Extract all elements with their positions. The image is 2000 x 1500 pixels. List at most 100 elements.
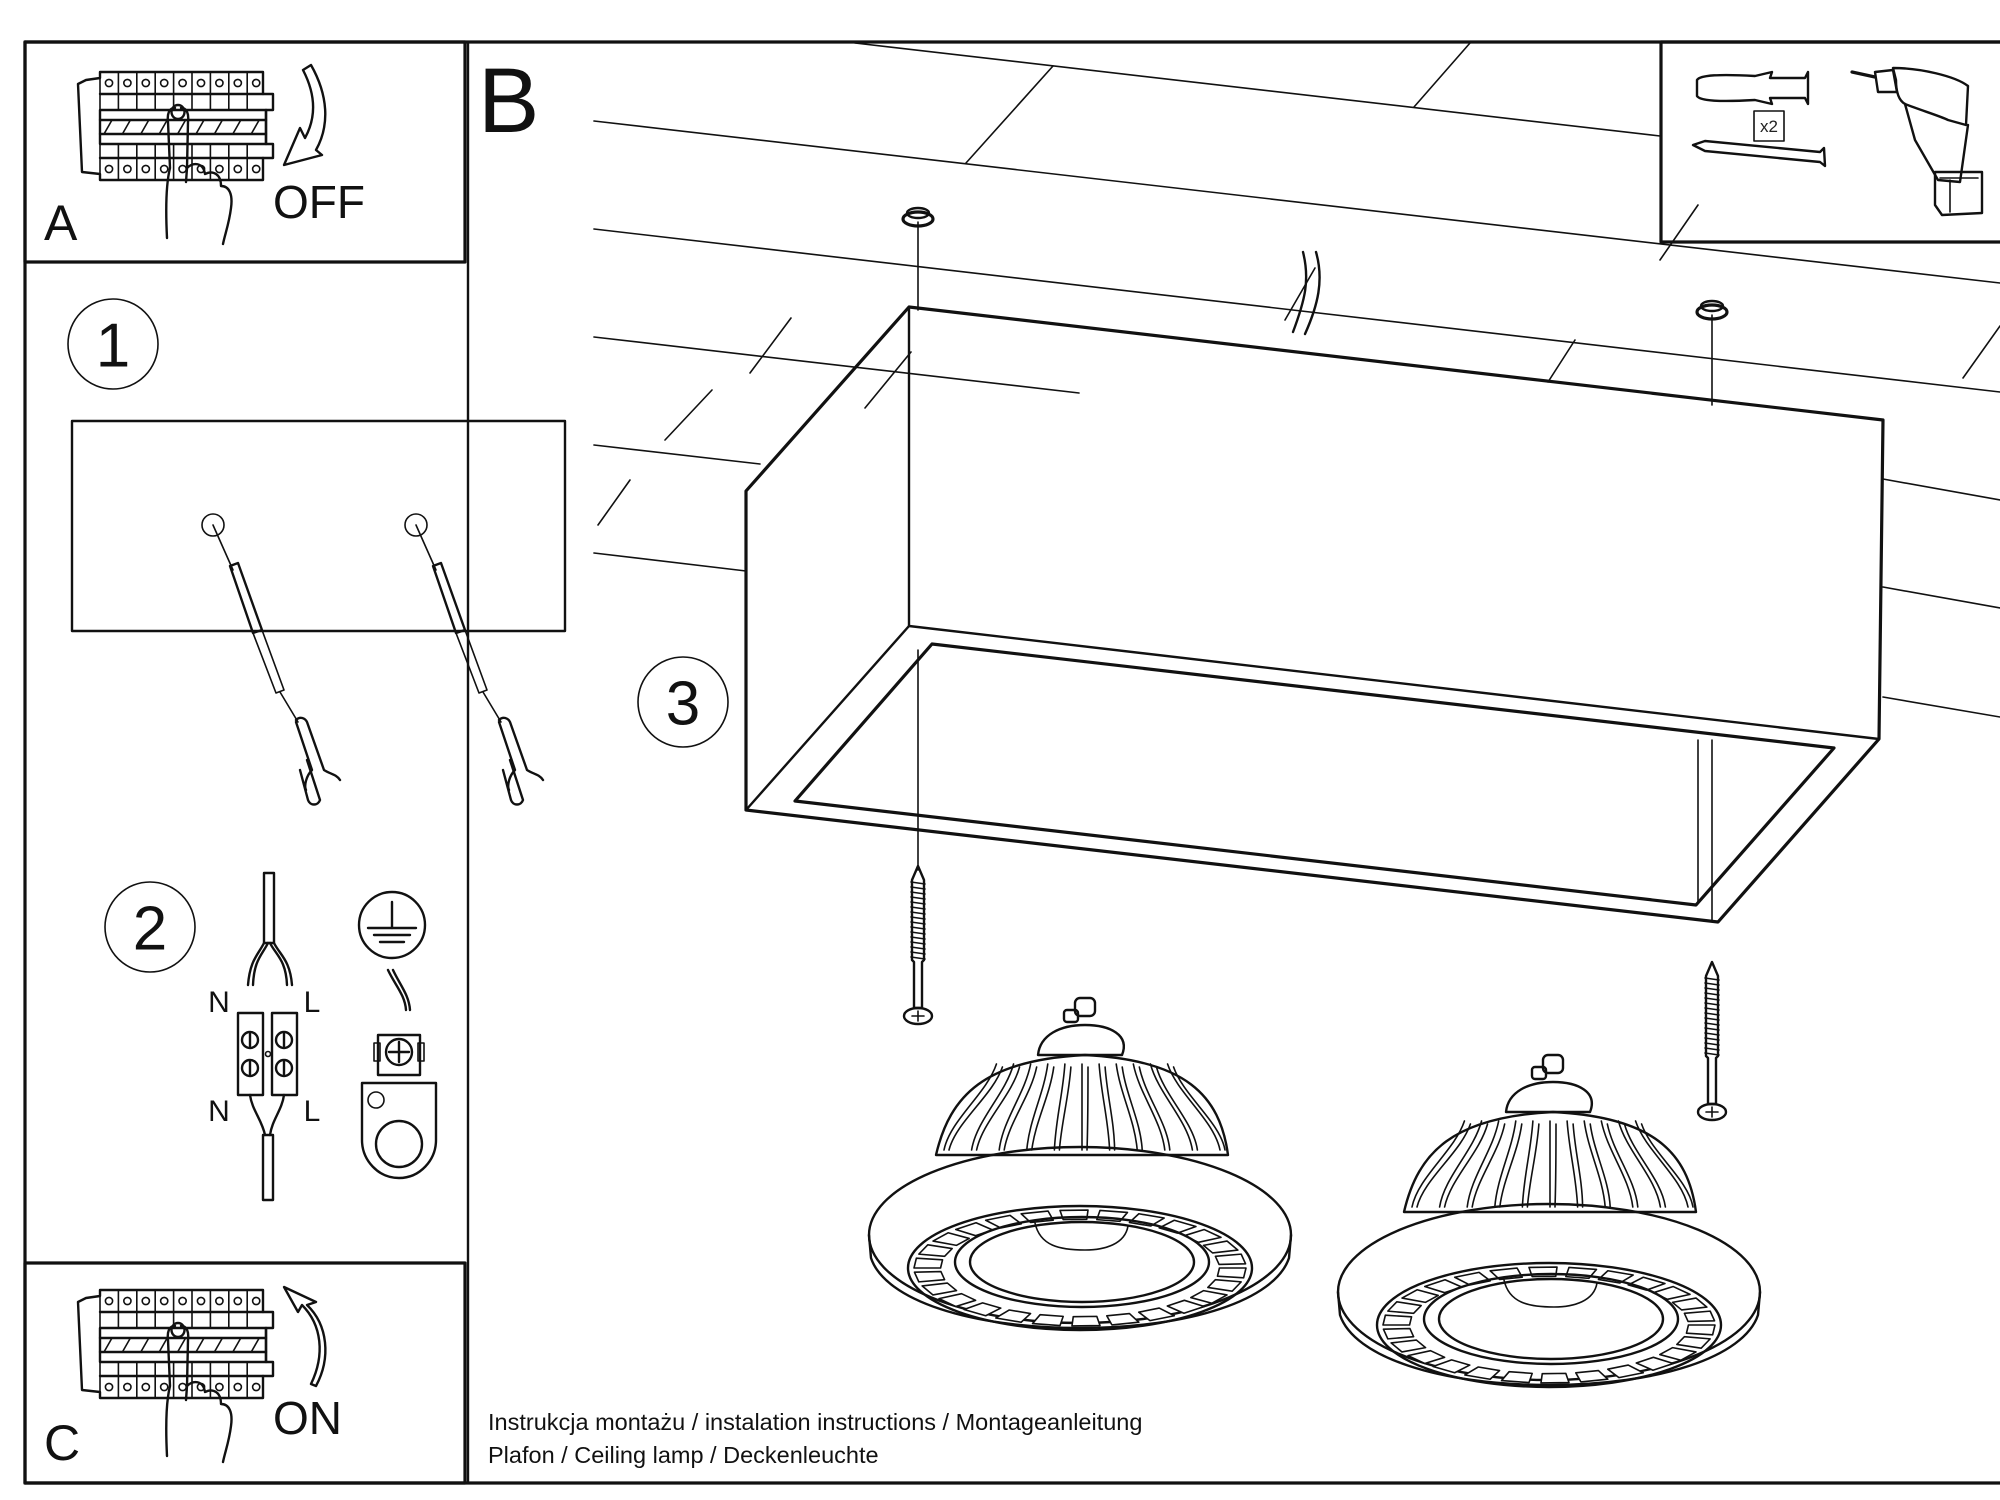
reflector-slot <box>1071 1315 1101 1327</box>
wall-plug-icon <box>1695 70 1810 106</box>
label-l-top: L <box>304 986 321 1019</box>
reflector-slot <box>954 1221 994 1237</box>
reflector-slot <box>1166 1299 1206 1315</box>
reflector-slot <box>1031 1313 1064 1327</box>
reflector-slot <box>1183 1228 1222 1244</box>
reflector-slot <box>995 1309 1032 1324</box>
reflector-slot <box>918 1244 953 1258</box>
reflector-slot <box>1390 1339 1427 1353</box>
step-3-badge <box>637 656 729 748</box>
spot-bulb-icon <box>867 996 1293 1332</box>
hand-icon <box>164 1321 233 1464</box>
reflector-slot <box>1382 1314 1413 1326</box>
reflector-slot <box>1540 1372 1570 1384</box>
panel-a-letter: A <box>44 195 78 251</box>
reflector-slot <box>1207 1278 1242 1292</box>
heatsink-fin <box>970 1063 1015 1151</box>
earth-ground-icon <box>357 890 427 960</box>
reflector-slot <box>963 1302 1002 1317</box>
heatsink-fin <box>1521 1120 1534 1208</box>
heatsink-fin <box>1115 1063 1138 1151</box>
heatsink-fin <box>1166 1063 1221 1151</box>
heatsink-fin <box>998 1063 1032 1151</box>
terminal-block-icon: N L N L <box>208 871 321 1202</box>
label-n-top: N <box>208 986 230 1019</box>
caption-line-1: Instrukcja montażu / instalation instruc… <box>488 1409 1142 1435</box>
tools-box: x2 <box>1659 40 2000 244</box>
ceiling-anchor-right <box>1695 299 1729 406</box>
reflector-slot <box>1214 1253 1247 1266</box>
heatsink-fin <box>943 1063 998 1151</box>
arrow-down-icon <box>282 63 327 167</box>
switch-on-label: ON <box>273 1392 342 1444</box>
panel-b-letter: B <box>478 50 539 152</box>
step-2: 2 N L N L <box>104 871 438 1202</box>
reflector-slot <box>1574 1369 1609 1383</box>
lamp-housing-icon <box>744 305 1885 924</box>
step-3-number: 3 <box>666 670 700 739</box>
label-n-bottom: N <box>208 1095 230 1128</box>
heatsink-fin <box>1149 1063 1194 1151</box>
step-2-badge <box>104 881 196 973</box>
reflector-slot <box>1671 1297 1708 1311</box>
panel-c-switch-on: ON C <box>23 1261 467 1485</box>
reflector-slot <box>1407 1349 1446 1365</box>
panel-a-switch-off: OFF A <box>23 40 467 264</box>
reflector-slot <box>1432 1359 1471 1374</box>
reflector-slot <box>1683 1310 1716 1323</box>
reflector-slot <box>1105 1312 1140 1326</box>
step-1-badge <box>67 298 159 390</box>
reflector-slot <box>1685 1324 1716 1336</box>
reflector-slot <box>1423 1278 1463 1294</box>
reflector-slot <box>1676 1335 1711 1349</box>
heatsink-fin <box>1634 1120 1689 1208</box>
arrow-up-icon <box>282 1285 327 1388</box>
heatsink-fin <box>1617 1120 1662 1208</box>
reflector-slot <box>1635 1356 1675 1372</box>
reflector-slot <box>1189 1289 1228 1305</box>
reflector-slot <box>1652 1285 1691 1301</box>
circuit-breaker-switch-on-icon <box>76 1288 275 1400</box>
reflector-slot <box>1202 1240 1239 1254</box>
ceiling-plate-icon <box>70 419 567 633</box>
reflector-slot <box>938 1292 977 1308</box>
heatsink-fin <box>1600 1120 1634 1208</box>
step-1: 1 <box>67 298 567 806</box>
reflector-slot <box>1216 1267 1247 1279</box>
heatsink-fin <box>1098 1063 1111 1151</box>
panel-b-mounting: B <box>478 42 2000 1389</box>
heatsink-fin <box>1466 1120 1500 1208</box>
heatsink-fin <box>1494 1120 1517 1208</box>
heatsink-fin <box>1583 1120 1606 1208</box>
ceiling-surface <box>593 42 2000 718</box>
reflector-slot <box>921 1282 958 1296</box>
reflector-slot <box>1464 1366 1501 1381</box>
quantity-box <box>1753 110 1785 142</box>
circuit-breaker-switch-off-icon <box>76 70 275 182</box>
screw-icon <box>1691 139 1827 168</box>
earth-terminal-icon <box>360 968 438 1180</box>
caption-line-2: Plafon / Ceiling lamp / Deckenleuchte <box>488 1442 879 1468</box>
heatsink-fin <box>1026 1063 1049 1151</box>
switch-off-label: OFF <box>273 176 365 228</box>
cordless-drill-icon <box>1850 66 1984 217</box>
heatsink-fin <box>1438 1120 1483 1208</box>
reflector-slot <box>932 1231 971 1247</box>
label-l-bottom: L <box>304 1095 321 1128</box>
step-2-number: 2 <box>133 895 167 964</box>
heatsink-fin <box>1566 1120 1579 1208</box>
spot-bulb-icon <box>1336 1053 1762 1389</box>
reflector-slot <box>1137 1307 1176 1322</box>
reflector-slot <box>1382 1327 1415 1340</box>
reflector-slot <box>1658 1346 1697 1362</box>
reflector-slot <box>1606 1364 1645 1379</box>
hand-icon <box>164 103 233 246</box>
ceiling-anchor-left <box>901 206 935 311</box>
tools-quantity: x2 <box>1760 117 1778 136</box>
heatsink-fin <box>1053 1063 1066 1151</box>
reflector-slot <box>1387 1301 1422 1315</box>
panel-c-letter: C <box>44 1415 80 1471</box>
reflector-slot <box>1401 1288 1440 1304</box>
screw-icon <box>902 864 934 1026</box>
